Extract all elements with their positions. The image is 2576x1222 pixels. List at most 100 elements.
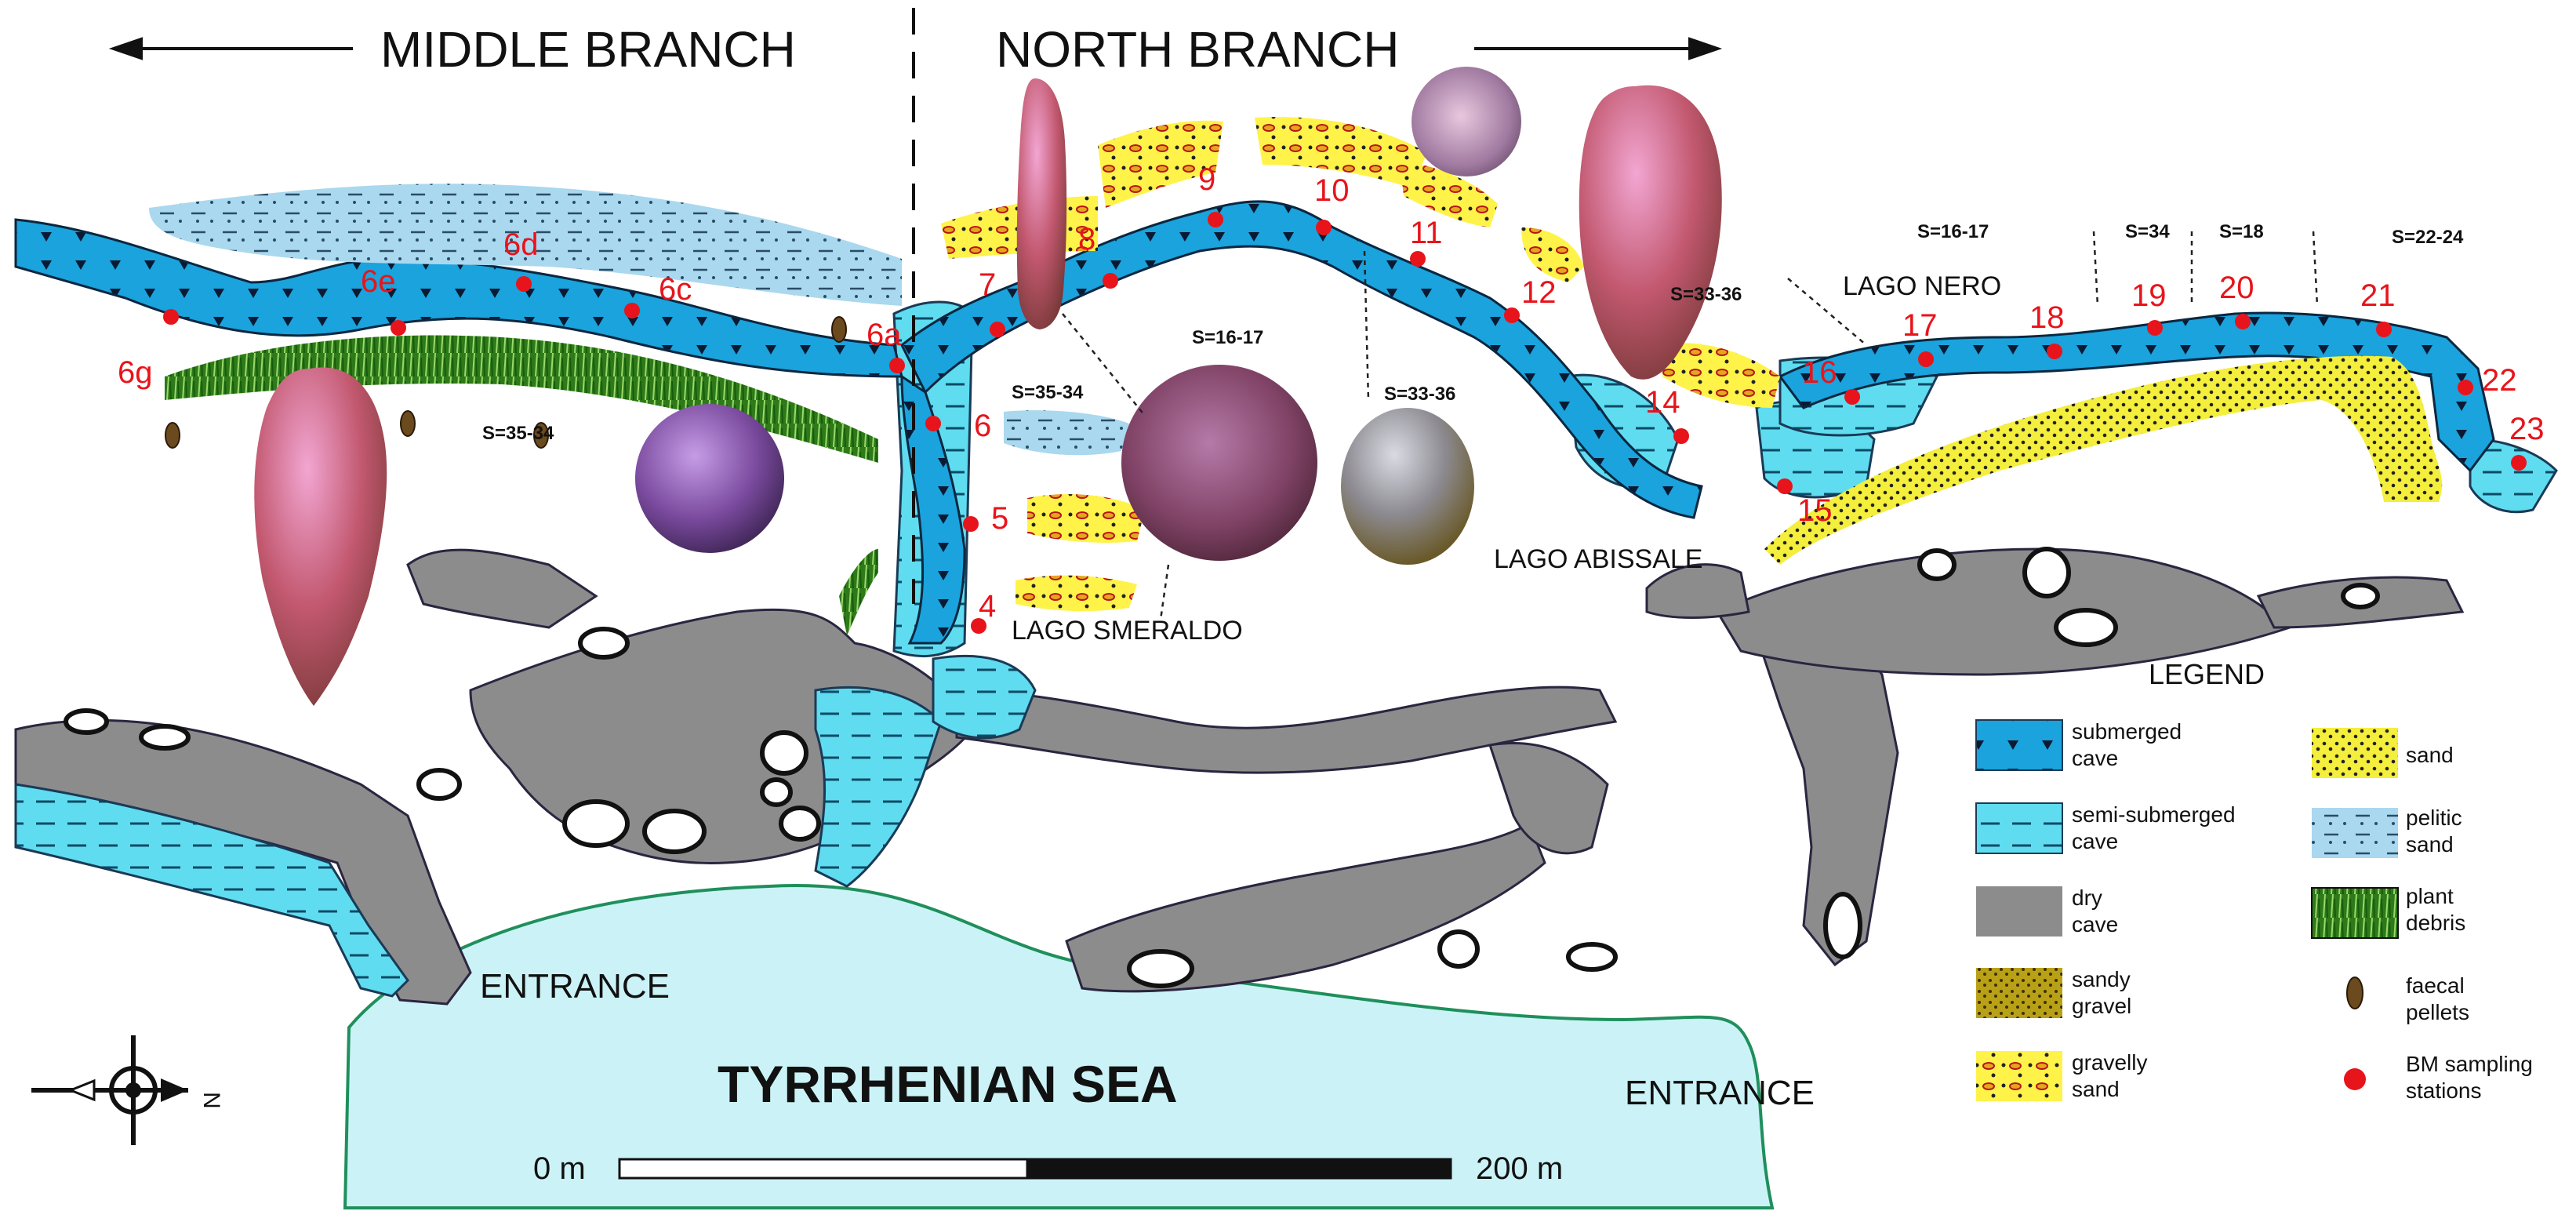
- station-dot-17: [1918, 351, 1934, 367]
- compass-rose: N: [31, 1035, 224, 1145]
- legend-item-dry: dry cave: [1976, 886, 2118, 937]
- station-dot-19: [2147, 320, 2163, 336]
- lago-smeraldo-label: LAGO SMERALDO: [1012, 616, 1243, 646]
- submerged-cave-conduits: [14, 200, 2495, 645]
- station-label: 6: [974, 409, 991, 443]
- station-labels: 6g 6e 6d 6c 6a 7 8 9 10 11 12 6 5 4 14 1…: [118, 162, 2545, 624]
- pointer-lines: [1062, 231, 2319, 620]
- legend-item-plant-debris: plant debris: [2311, 884, 2465, 939]
- entrance-left-label: ENTRANCE: [480, 967, 670, 1006]
- salinity-labels: S=35-34 S=35-34 S=16-17 S=33-36 S=33-36 …: [482, 221, 2464, 444]
- legend-item-pelitic-sand: pelitic sand: [2312, 806, 2462, 858]
- sand-deposit-large: [1764, 355, 2443, 565]
- station-label: 9: [1198, 162, 1215, 197]
- legend-label: pelitic: [2406, 806, 2462, 830]
- scale-bar-end: 200 m: [1476, 1151, 1563, 1186]
- station-label: 16: [1802, 355, 1837, 390]
- salinity-label: S=34: [2125, 221, 2170, 242]
- pelitic-sand-deposit: [149, 184, 902, 306]
- legend-label: sandy: [2072, 967, 2131, 991]
- station-dot-18: [2047, 344, 2062, 359]
- legend-item-gravelly-sand: gravelly sand: [1976, 1050, 2147, 1101]
- station-dot-9: [1208, 212, 1223, 227]
- station-label: 14: [1645, 385, 1680, 420]
- lago-nero-label: LAGO NERO: [1843, 271, 2001, 301]
- legend-label: pellets: [2406, 1000, 2469, 1024]
- cave-pillars: [64, 547, 2380, 988]
- station-dot-7: [990, 322, 1005, 337]
- legend-label: sand: [2406, 832, 2454, 856]
- middle-branch-label: MIDDLE BRANCH: [380, 21, 796, 78]
- station-dot-22: [2458, 380, 2473, 395]
- station-label: 18: [2029, 300, 2065, 335]
- station-label: 21: [2360, 278, 2396, 313]
- station-label: 22: [2482, 363, 2517, 398]
- legend-label: sand: [2406, 743, 2454, 767]
- salinity-label: S=16-17: [1192, 327, 1263, 348]
- legend-label: faecal: [2406, 973, 2465, 998]
- station-dot-6e: [391, 320, 406, 336]
- station-label: 4: [979, 589, 996, 624]
- station-label: 23: [2509, 412, 2545, 446]
- legend-title: LEGEND: [2149, 658, 2265, 690]
- station-dot-6g: [163, 309, 179, 325]
- legend-item-sandy-gravel: sandy gravel: [1976, 967, 2131, 1018]
- lago-abissale-label: LAGO ABISSALE: [1494, 544, 1702, 574]
- salinity-label: S=18: [2219, 221, 2264, 242]
- station-markers: [163, 212, 2527, 634]
- faecal-pellets: [165, 316, 847, 449]
- scale-bar-start: 0 m: [533, 1151, 586, 1186]
- legend-label: cave: [2072, 746, 2118, 770]
- sea-label: TYRRHENIAN SEA: [718, 1055, 1178, 1113]
- plant-debris-patch: [839, 549, 878, 635]
- station-label: 11: [1410, 216, 1443, 250]
- legend-label: sand: [2072, 1077, 2120, 1101]
- station-label: 6e: [361, 264, 396, 299]
- specimen-elongate-thin: [1016, 78, 1067, 329]
- station-label: 8: [1078, 222, 1095, 256]
- legend-label: cave: [2072, 829, 2118, 853]
- station-dot-6a: [889, 358, 905, 373]
- header-arrows: [108, 37, 1723, 60]
- station-label: 5: [991, 501, 1008, 536]
- specimen-round-center: [1121, 365, 1317, 561]
- salinity-label: S=33-36: [1670, 284, 1742, 305]
- specimen-round-purple-left: [635, 404, 784, 553]
- salinity-label: S=33-36: [1384, 384, 1455, 405]
- north-branch-label: NORTH BRANCH: [996, 21, 1399, 78]
- station-label: 20: [2219, 271, 2254, 305]
- station-dot-12: [1504, 307, 1520, 323]
- legend-label: debris: [2406, 911, 2465, 935]
- station-dot-8: [1103, 273, 1118, 289]
- legend-item-submerged: submerged cave: [1975, 719, 2182, 771]
- station-label: 6c: [659, 272, 692, 307]
- legend-label: cave: [2072, 912, 2118, 937]
- station-dot-11: [1410, 251, 1426, 267]
- station-dot-23: [2511, 455, 2527, 471]
- specimen-elongate-left: [254, 367, 387, 706]
- salinity-label: S=22-24: [2392, 227, 2464, 248]
- station-label: 17: [1902, 308, 1938, 343]
- station-dot-6c: [624, 303, 640, 318]
- salinity-label: S=35-34: [1012, 382, 1084, 403]
- salinity-label: S=35-34: [482, 423, 554, 444]
- specimen-images: [254, 67, 1722, 706]
- station-label: 6d: [503, 227, 539, 262]
- station-label: 6g: [118, 355, 153, 390]
- pelitic-sand-patch: [1004, 410, 1129, 456]
- legend-label: semi-submerged: [2072, 802, 2236, 827]
- station-dot-16: [1844, 389, 1860, 405]
- station-dot-6: [925, 416, 941, 431]
- salinity-label: S=16-17: [1917, 221, 1989, 242]
- station-label: 15: [1797, 493, 1833, 528]
- legend-label: gravel: [2072, 994, 2131, 1018]
- station-label: 7: [979, 267, 996, 302]
- station-dot-20: [2235, 314, 2251, 329]
- station-label: 10: [1314, 173, 1350, 208]
- specimen-elongate-right: [1579, 85, 1722, 380]
- station-dot-21: [2376, 322, 2392, 337]
- compass-north-letter: N: [198, 1092, 224, 1109]
- station-dot-10: [1316, 220, 1332, 235]
- legend-item-semi-submerged: semi-submerged cave: [1975, 802, 2236, 854]
- station-dot-15: [1777, 478, 1793, 494]
